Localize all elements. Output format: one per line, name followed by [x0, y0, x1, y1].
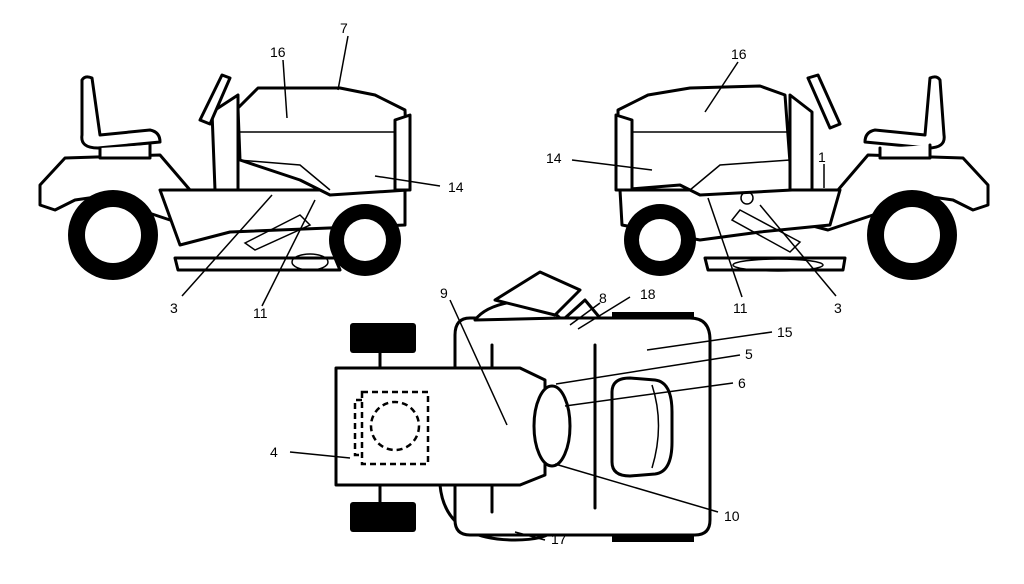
- callout-10-top: 10: [724, 508, 740, 524]
- callout-1-right: 1: [818, 149, 826, 165]
- top-view: [289, 270, 773, 542]
- callout-3-left: 3: [170, 300, 178, 316]
- callout-4-top: 4: [270, 444, 278, 460]
- callout-18-top: 18: [640, 286, 656, 302]
- callout-14-right: 14: [546, 150, 562, 166]
- callout-7-left: 7: [340, 20, 348, 36]
- callout-16-right: 16: [731, 46, 747, 62]
- callout-6-top: 6: [738, 375, 746, 391]
- callout-3-right: 3: [834, 300, 842, 316]
- right-side-view: [571, 61, 990, 298]
- callout-14-left: 14: [448, 179, 464, 195]
- callout-8-top: 8: [599, 290, 607, 306]
- callout-16-left: 16: [270, 44, 286, 60]
- callout-17-top: 17: [551, 531, 567, 547]
- left-side-view: [38, 35, 441, 307]
- callout-5-top: 5: [745, 346, 753, 362]
- callout-9-top: 9: [440, 285, 448, 301]
- callout-15-top: 15: [777, 324, 793, 340]
- callout-11-left: 11: [253, 305, 268, 321]
- callout-11-right: 11: [733, 300, 748, 316]
